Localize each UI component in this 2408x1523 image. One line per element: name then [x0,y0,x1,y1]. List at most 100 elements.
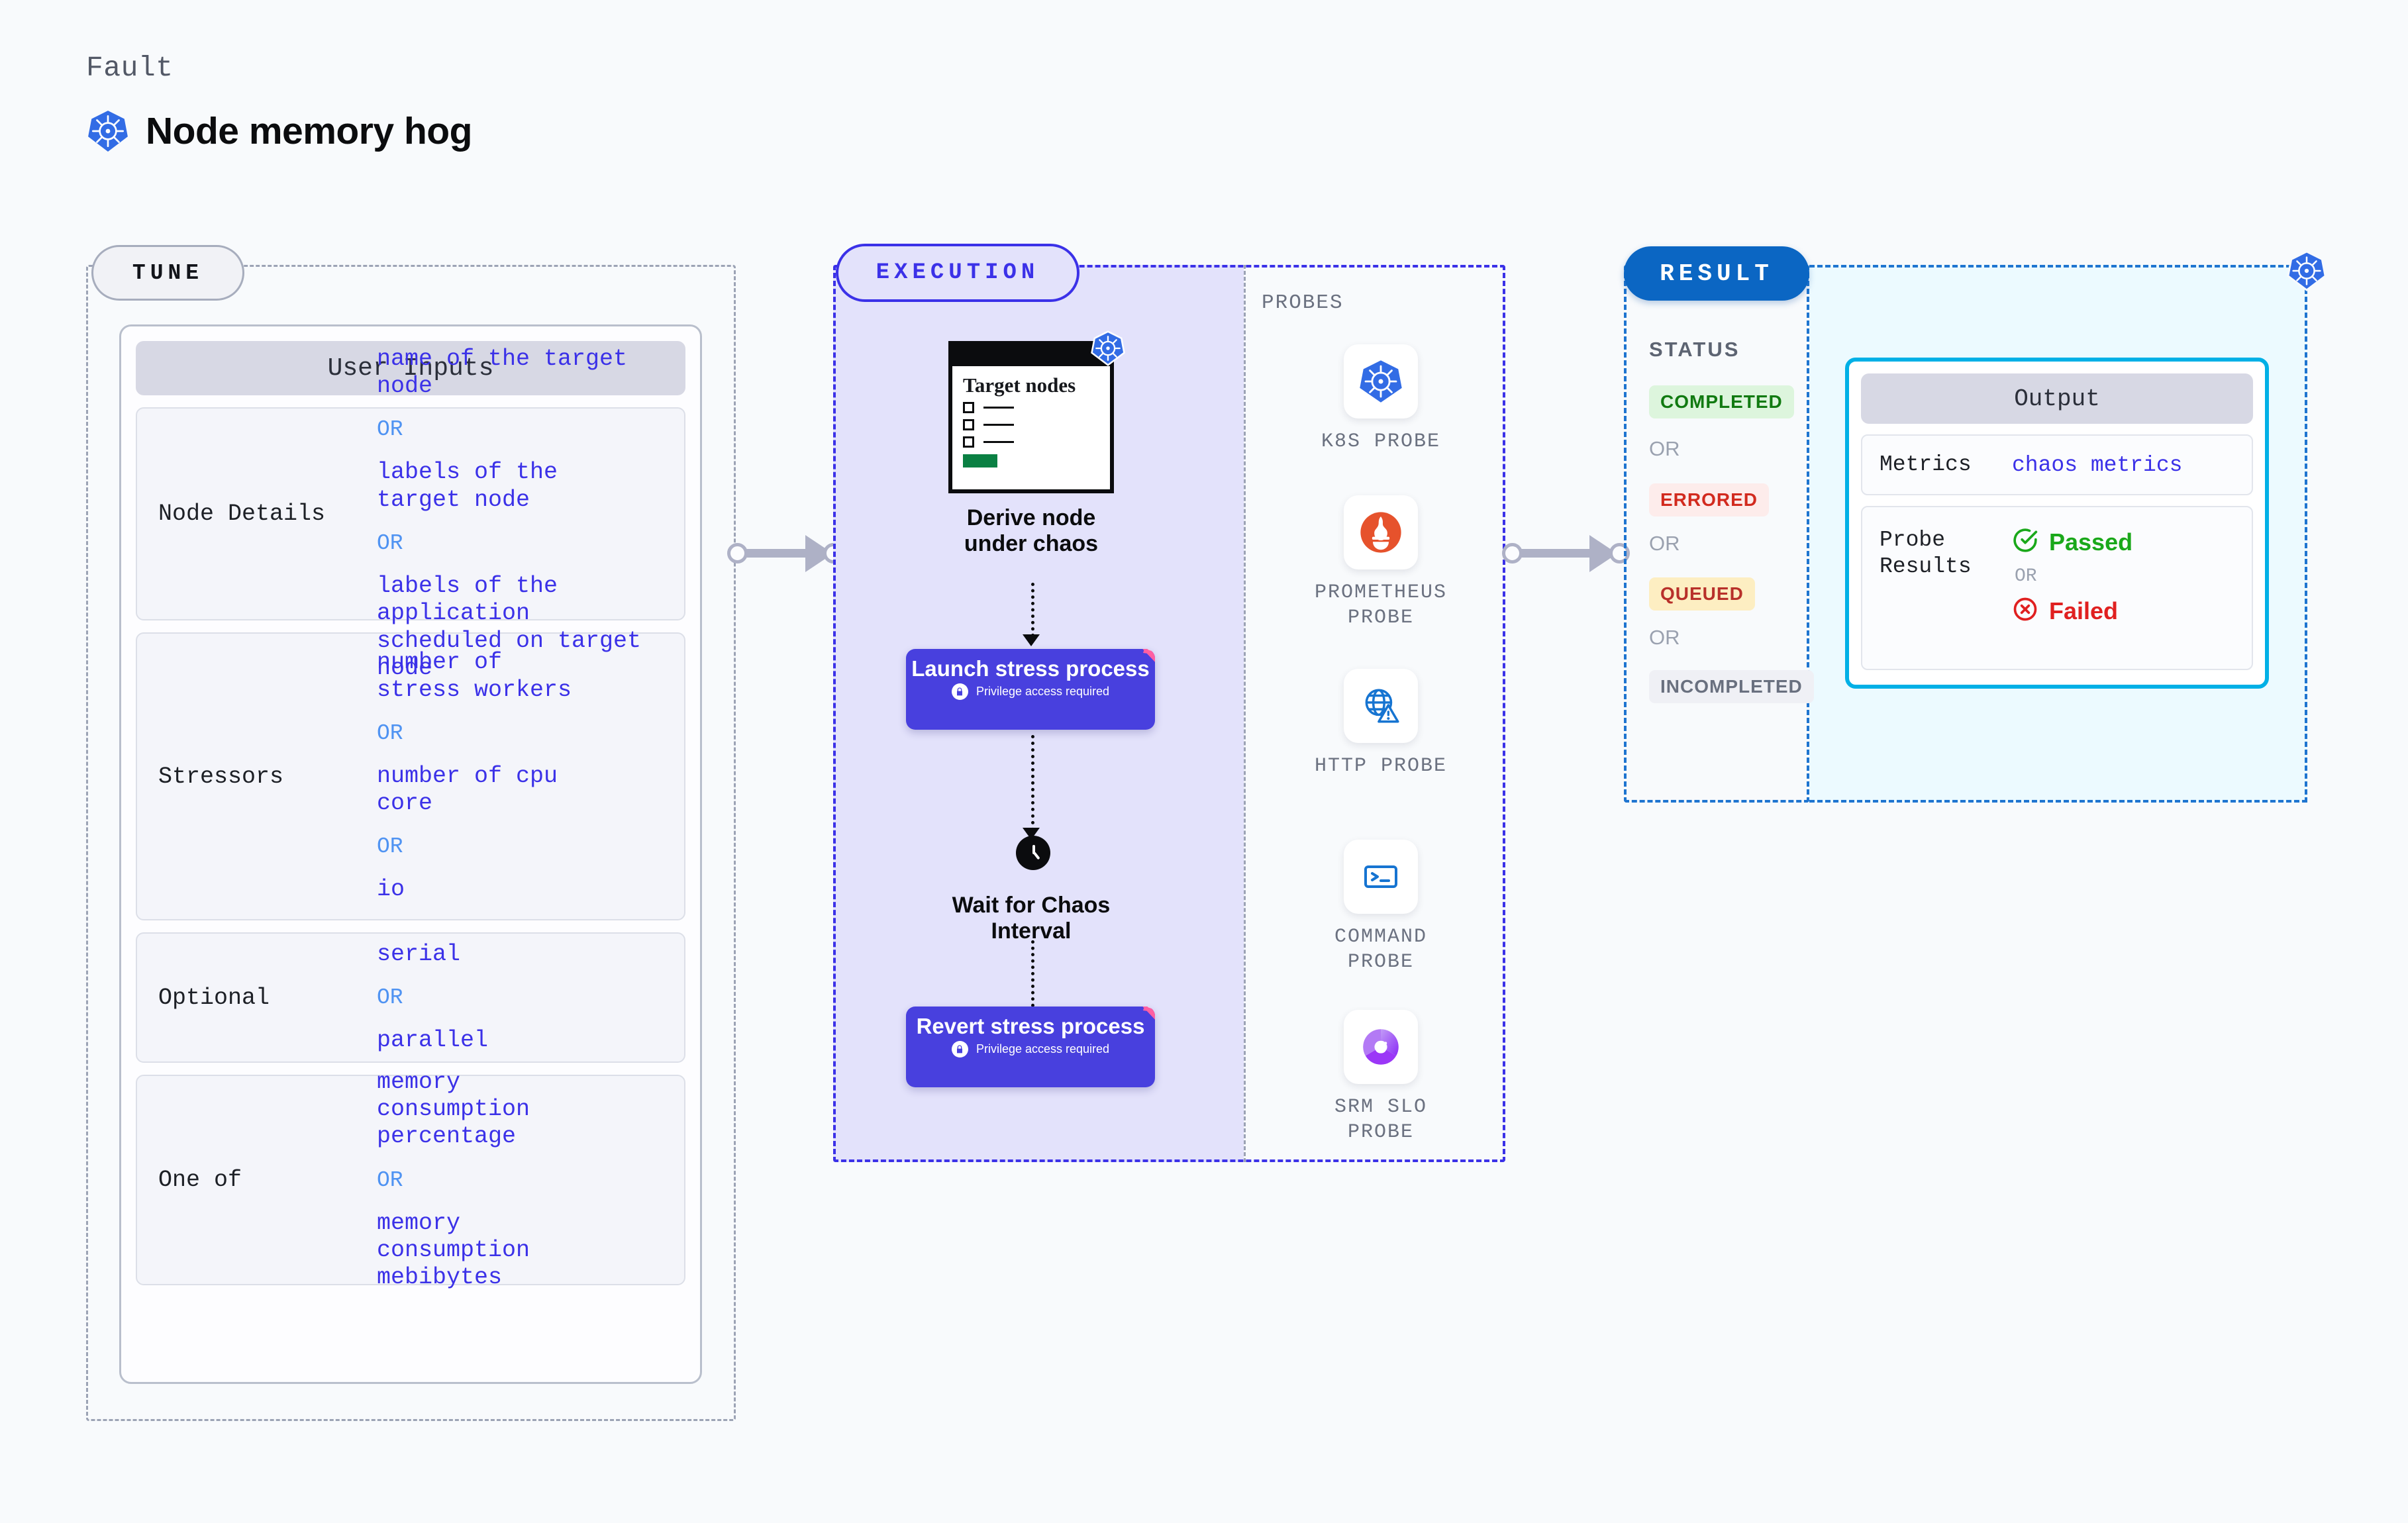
or-separator: OR [1649,437,1680,461]
checkbox-icon [963,419,974,431]
fault-kicker: Fault [86,52,174,84]
result-tag: RESULT [1624,246,1809,301]
srm-slo-icon [1344,1010,1418,1084]
table-row: Node Details name of the target node OR … [136,346,685,681]
lock-icon [951,683,968,701]
row-value: number of stress workers [377,649,572,703]
derive-node-step: Target nodes Derive node under chaos [948,330,1125,557]
wait-for-chaos-caption: Wait for Chaos Interval [952,893,1111,944]
flow-line [1031,940,1034,1020]
row-value: io [377,876,405,903]
execution-probes-divider [1244,265,1246,1162]
target-nodes-card: Target nodes [948,330,1125,493]
row-key: Node Details [158,501,326,527]
probe-result-failed: Failed [2012,596,2132,626]
status-badge: INCOMPLETED [1649,670,1814,703]
status-badge-label: ERRORED [1649,483,1770,516]
tune-region [86,265,736,1421]
flow-line [1031,583,1034,637]
tune-tag: TUNE [91,245,244,301]
flow-arrowhead [1023,634,1040,646]
kubernetes-icon [1090,330,1126,366]
metrics-value: chaos metrics [2012,452,2183,477]
user-inputs-card: User Inputs Node Details name of the tar… [119,324,702,1384]
or-separator: OR [1649,532,1680,556]
derive-node-caption: Derive node under chaos [964,505,1099,556]
connector-tune-to-execution [727,523,844,583]
status-badge-label: QUEUED [1649,577,1755,611]
target-nodes-title: Target nodes [963,373,1076,397]
or-separator: OR [377,834,403,860]
execution-region [833,265,1505,1162]
table-row: Stressors number of stress workers OR nu… [136,632,685,920]
table-row: One of memory consumption percentage OR … [136,1069,685,1291]
globe-warning-icon [1344,669,1418,743]
placeholder-line [983,424,1014,426]
list-item [963,402,1099,414]
or-separator: OR [1649,626,1680,650]
row-key: One of [158,1167,242,1193]
or-separator: OR [377,417,403,442]
row-value: serial [377,940,461,967]
row-value: labels of the application scheduled on t… [377,573,642,681]
list-item [963,436,1099,448]
metrics-key: Metrics [1880,452,1972,477]
status-badge: ERRORED [1649,483,1770,516]
prometheus-icon [1344,495,1418,569]
revert-stress-note: Privilege access required [976,1042,1110,1056]
or-separator: OR [377,1167,403,1193]
flow-line [1031,735,1034,831]
launch-stress-process-step[interactable]: Launch stress process Privilege access r… [906,649,1155,730]
probes-label: PROBES [1262,291,1344,315]
row-value: parallel [377,1027,489,1054]
connector-execution-to-result [1502,523,1634,583]
probe-label: PROMETHEUS PROBE [1314,581,1448,629]
probe-results-row: Probe Results Passed OR Failed [1861,506,2253,670]
user-inputs-title: User Inputs [136,341,685,395]
failed-label: Failed [2049,597,2119,624]
metrics-row: Metrics chaos metrics [1861,434,2253,495]
probe-prometheus[interactable]: PROMETHEUS PROBE [1298,495,1464,630]
status-badge-label: INCOMPLETED [1649,670,1814,703]
card-titlebar [952,345,1110,366]
execution-tag: EXECUTION [836,244,1079,302]
kubernetes-icon [2286,250,2327,291]
list-item [963,419,1099,431]
status-badge-label: COMPLETED [1649,385,1794,418]
or-separator: OR [377,720,403,746]
clock-icon [1016,836,1050,870]
revert-stress-process-step[interactable]: Revert stress process Privilege access r… [906,1007,1155,1087]
row-value: memory consumption percentage [377,1068,530,1150]
row-value: memory consumption mebibytes [377,1209,530,1291]
probe-http[interactable]: HTTP PROBE [1298,669,1464,779]
or-text: OR [1649,626,1680,649]
x-circle-icon [2012,596,2038,626]
checkbox-icon [963,402,974,414]
status-label: STATUS [1649,338,1740,361]
table-row: Optional serial OR parallel [136,932,685,1063]
or-text: OR [1649,437,1680,460]
probe-srm-slo[interactable]: SRM SLO PROBE [1298,1010,1464,1145]
launch-stress-note: Privilege access required [976,685,1110,699]
kubernetes-icon [1344,344,1418,418]
terminal-icon [1344,840,1418,914]
row-value: number of cpu core [377,762,558,817]
or-separator: OR [377,985,403,1010]
check-circle-icon [2012,527,2038,557]
row-value: name of the target node [377,345,628,400]
or-separator: OR [377,531,403,556]
status-badge: COMPLETED [1649,385,1794,418]
output-title: Output [1861,373,2253,424]
status-badge: QUEUED [1649,577,1755,611]
probe-command[interactable]: COMMAND PROBE [1298,840,1464,975]
fault-title-row: Node memory hog [86,109,472,153]
or-text: OR [1649,532,1680,555]
probe-k8s[interactable]: K8S PROBE [1298,344,1464,455]
row-key: Stressors [158,763,284,790]
lock-icon [951,1041,968,1058]
probe-results-key: Probe Results [1880,528,1972,579]
probe-label: HTTP PROBE [1314,755,1448,777]
or-separator: OR [2015,566,2037,587]
output-card: Output Metrics chaos metrics Probe Resul… [1845,358,2269,689]
row-key: Optional [158,984,270,1011]
